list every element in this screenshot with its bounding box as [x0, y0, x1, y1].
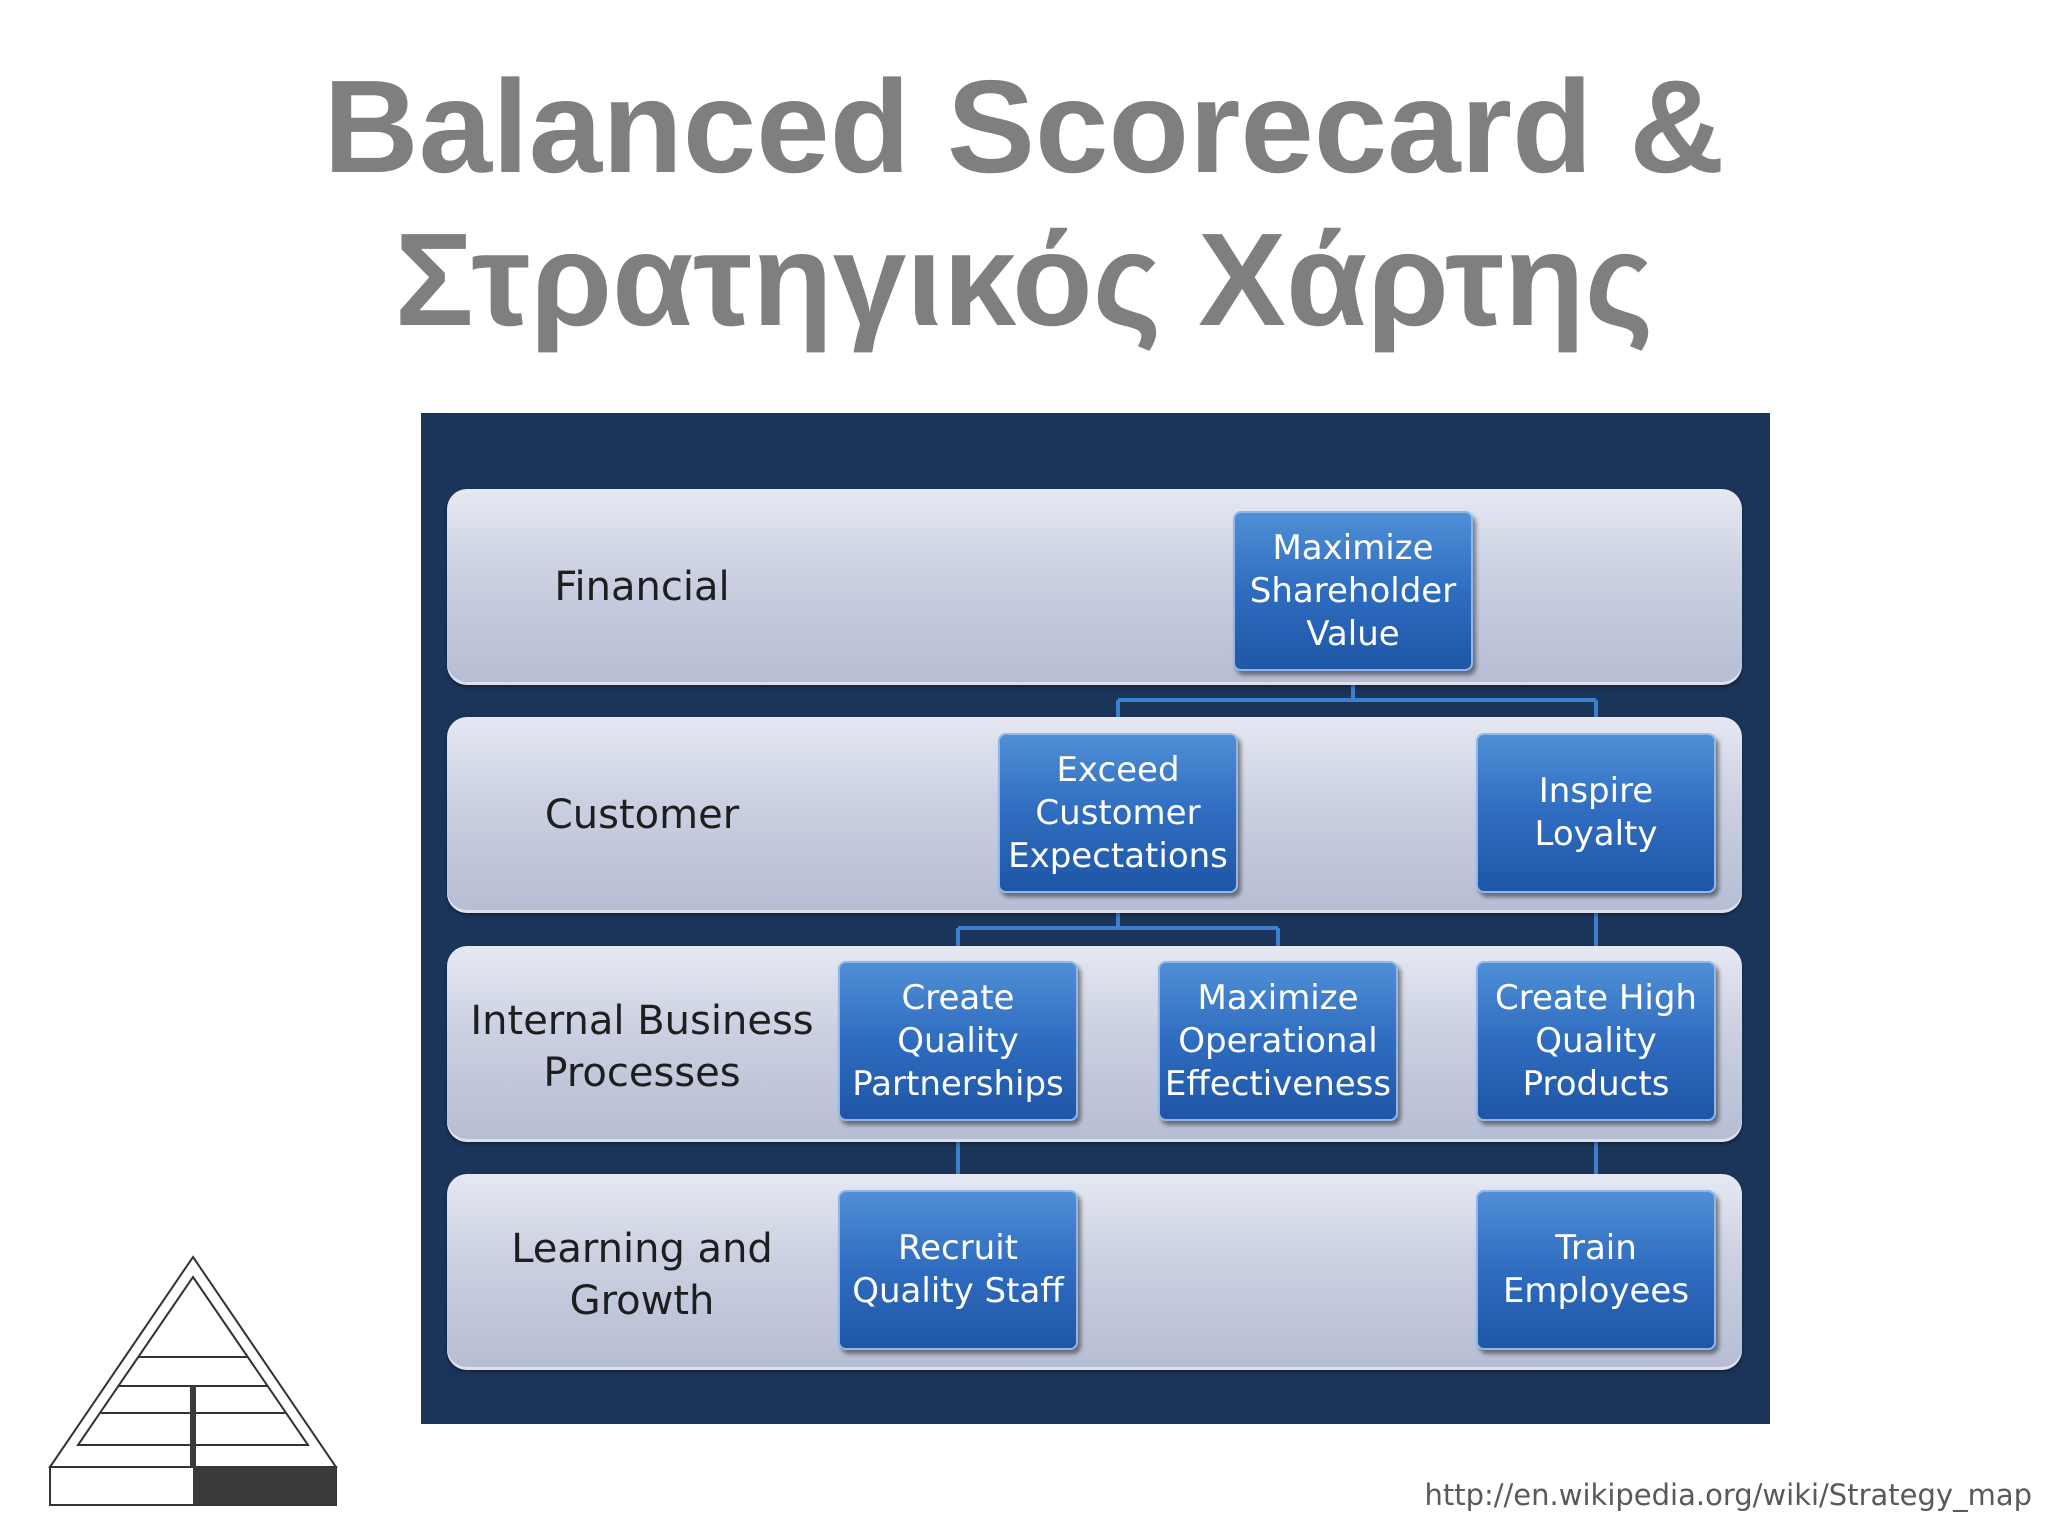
objective-create-quality-partnerships: Create Quality Partnerships — [838, 961, 1078, 1121]
strategy-pyramid-thumbnail — [48, 1255, 338, 1506]
perspective-label-financial: Financial — [554, 564, 730, 610]
objective-inspire-loyalty: Inspire Loyalty — [1476, 733, 1716, 893]
objective-train-employees: Train Employees — [1476, 1190, 1716, 1350]
objective-exceed-customer-expectations: Exceed Customer Expectations — [998, 733, 1238, 893]
perspective-label-learning-and-growth: Learning and Growth — [511, 1226, 773, 1324]
perspective-label-internal-business-processes: Internal Business Processes — [470, 998, 814, 1096]
objective-maximize-shareholder-value: Maximize Shareholder Value — [1233, 511, 1473, 671]
objective-recruit-quality-staff: Recruit Quality Staff — [838, 1190, 1078, 1350]
strategy-map: Financial Customer Internal Business Pro… — [421, 413, 1770, 1424]
band-financial: Financial — [447, 489, 1742, 685]
objective-maximize-operational-effectiveness: Maximize Operational Effectiveness — [1158, 961, 1398, 1121]
objective-create-high-quality-products: Create High Quality Products — [1476, 961, 1716, 1121]
source-url: http://en.wikipedia.org/wiki/Strategy_ma… — [1424, 1478, 2032, 1512]
slide-title-line1: Balanced Scorecard & — [323, 53, 1725, 200]
perspective-label-customer: Customer — [544, 792, 740, 838]
slide-title-line2: Στρατηγικός Χάρτης — [394, 206, 1654, 353]
